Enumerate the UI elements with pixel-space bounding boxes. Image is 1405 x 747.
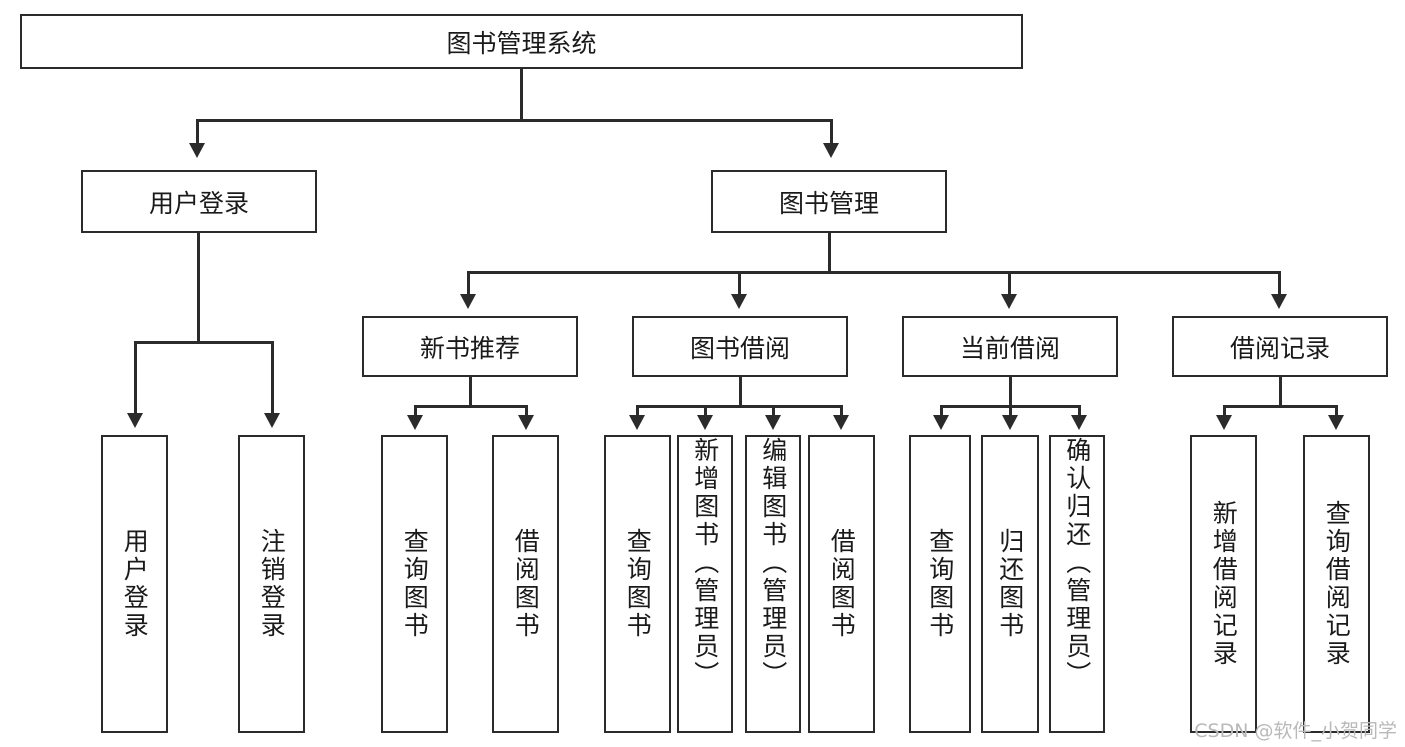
connector-book-borrow-stem — [739, 377, 742, 407]
connector-root-to-user-login — [196, 119, 199, 145]
leaf-label: 编辑图书（管理员） — [758, 437, 788, 689]
connector-user-login-to-leaf-2 — [271, 341, 274, 415]
arrowhead-book-borrow-to-leaf-2 — [697, 415, 713, 430]
arrowhead-borrow-record-to-leaf-2 — [1328, 415, 1344, 430]
leaf-new-book-query-book[interactable]: 查询图书 — [381, 435, 448, 733]
arrowhead-user-login-to-leaf-2 — [264, 413, 280, 428]
arrowhead-user-login-to-leaf-1 — [127, 413, 143, 428]
connector-book-borrow-bus — [637, 405, 842, 408]
node-book-management-system[interactable]: 图书管理系统 — [20, 14, 1023, 69]
node-user-login[interactable]: 用户登录 — [81, 170, 317, 233]
leaf-label: 新增借阅记录 — [1209, 500, 1239, 668]
connector-bm-to-book-borrow — [738, 271, 741, 296]
connector-book-management-bus — [468, 271, 1280, 274]
leaf-label: 用户登录 — [120, 528, 150, 640]
leaf-label: 借阅图书 — [511, 528, 541, 640]
arrowhead-borrow-record-to-leaf-1 — [1216, 415, 1232, 430]
leaf-label: 查询图书 — [400, 528, 430, 640]
leaf-user-login-logout[interactable]: 注销登录 — [238, 435, 305, 733]
connector-current-borrow-to-leaf-3 — [1078, 405, 1081, 417]
arrowhead-current-borrow-to-leaf-3 — [1071, 415, 1087, 430]
node-label: 新书推荐 — [419, 333, 520, 363]
connector-new-book-to-leaf-2 — [525, 405, 528, 417]
arrowhead-bm-to-current-borrow — [1001, 294, 1017, 309]
connector-book-borrow-to-leaf-1 — [636, 405, 639, 417]
leaf-label: 归还图书 — [995, 528, 1025, 640]
connector-borrow-record-bus — [1224, 405, 1337, 408]
leaf-label: 查询借阅记录 — [1322, 500, 1352, 668]
arrowhead-root-to-book-management — [823, 143, 839, 158]
leaf-label: 注销登录 — [257, 528, 287, 640]
leaf-current-borrow-return-book[interactable]: 归还图书 — [981, 435, 1039, 733]
leaf-current-borrow-query-book[interactable]: 查询图书 — [909, 435, 971, 733]
node-label: 用户登录 — [148, 188, 249, 218]
arrowhead-new-book-to-leaf-1 — [407, 415, 423, 430]
arrowhead-current-borrow-to-leaf-1 — [933, 415, 949, 430]
node-label: 借阅记录 — [1229, 333, 1330, 363]
leaf-new-book-borrow-book[interactable]: 借阅图书 — [492, 435, 559, 733]
connector-current-borrow-stem — [1009, 377, 1012, 407]
csdn-watermark: CSDN @软件_小贺同学 — [1194, 720, 1397, 742]
connector-root-to-book-management — [830, 119, 833, 145]
connector-new-book-stem — [469, 377, 472, 407]
connector-current-borrow-to-leaf-2 — [1009, 405, 1012, 417]
connector-book-borrow-to-leaf-2 — [704, 405, 707, 417]
leaf-label: 借阅图书 — [827, 528, 857, 640]
arrowhead-book-borrow-to-leaf-4 — [833, 415, 849, 430]
leaf-borrow-record-add-record[interactable]: 新增借阅记录 — [1190, 435, 1257, 733]
connector-root-bus — [197, 119, 833, 122]
leaf-label: 新增图书（管理员） — [690, 437, 720, 689]
arrowhead-bm-to-borrow-record — [1271, 294, 1287, 309]
node-label: 图书借阅 — [689, 333, 790, 363]
connector-new-book-bus — [415, 405, 527, 408]
connector-borrow-record-stem — [1279, 377, 1282, 407]
node-label: 当前借阅 — [959, 333, 1060, 363]
leaf-label: 确认归还（管理员） — [1062, 437, 1092, 689]
arrowhead-bm-to-book-borrow — [731, 294, 747, 309]
connector-bm-to-borrow-record — [1278, 271, 1281, 296]
node-label: 图书管理 — [778, 188, 879, 218]
arrowhead-bm-to-new-book — [460, 294, 476, 309]
node-borrow-record[interactable]: 借阅记录 — [1172, 316, 1388, 377]
leaf-label: 查询图书 — [925, 528, 955, 640]
node-book-borrow[interactable]: 图书借阅 — [632, 316, 848, 377]
leaf-borrow-record-query-record[interactable]: 查询借阅记录 — [1303, 435, 1370, 733]
arrowhead-book-borrow-to-leaf-1 — [629, 415, 645, 430]
connector-book-management-stem — [828, 233, 831, 273]
connector-new-book-to-leaf-1 — [414, 405, 417, 417]
leaf-label: 查询图书 — [623, 528, 653, 640]
leaf-book-borrow-borrow-book[interactable]: 借阅图书 — [808, 435, 875, 733]
connector-user-login-bus — [135, 341, 273, 344]
leaf-book-borrow-query-book[interactable]: 查询图书 — [604, 435, 671, 733]
connector-book-borrow-to-leaf-4 — [840, 405, 843, 417]
connector-user-login-stem — [197, 233, 200, 343]
node-new-book-recommend[interactable]: 新书推荐 — [362, 316, 578, 377]
connector-bm-to-new-book — [467, 271, 470, 296]
leaf-book-borrow-add-book-admin[interactable]: 新增图书（管理员） — [677, 435, 733, 733]
connector-borrow-record-to-leaf-2 — [1335, 405, 1338, 417]
arrowhead-book-borrow-to-leaf-3 — [765, 415, 781, 430]
connector-current-borrow-to-leaf-1 — [940, 405, 943, 417]
node-label: 图书管理系统 — [446, 28, 597, 58]
leaf-user-login-login[interactable]: 用户登录 — [101, 435, 168, 733]
leaf-current-borrow-confirm-return-admin[interactable]: 确认归还（管理员） — [1049, 435, 1105, 733]
connector-root-stem — [520, 69, 523, 121]
connector-book-borrow-to-leaf-3 — [772, 405, 775, 417]
arrowhead-current-borrow-to-leaf-2 — [1002, 415, 1018, 430]
arrowhead-root-to-user-login — [189, 143, 205, 158]
leaf-book-borrow-edit-book-admin[interactable]: 编辑图书（管理员） — [745, 435, 801, 733]
connector-borrow-record-to-leaf-1 — [1223, 405, 1226, 417]
node-current-borrow[interactable]: 当前借阅 — [902, 316, 1118, 377]
node-book-management[interactable]: 图书管理 — [711, 170, 947, 233]
arrowhead-new-book-to-leaf-2 — [518, 415, 534, 430]
connector-user-login-to-leaf-1 — [134, 341, 137, 415]
connector-bm-to-current-borrow — [1008, 271, 1011, 296]
